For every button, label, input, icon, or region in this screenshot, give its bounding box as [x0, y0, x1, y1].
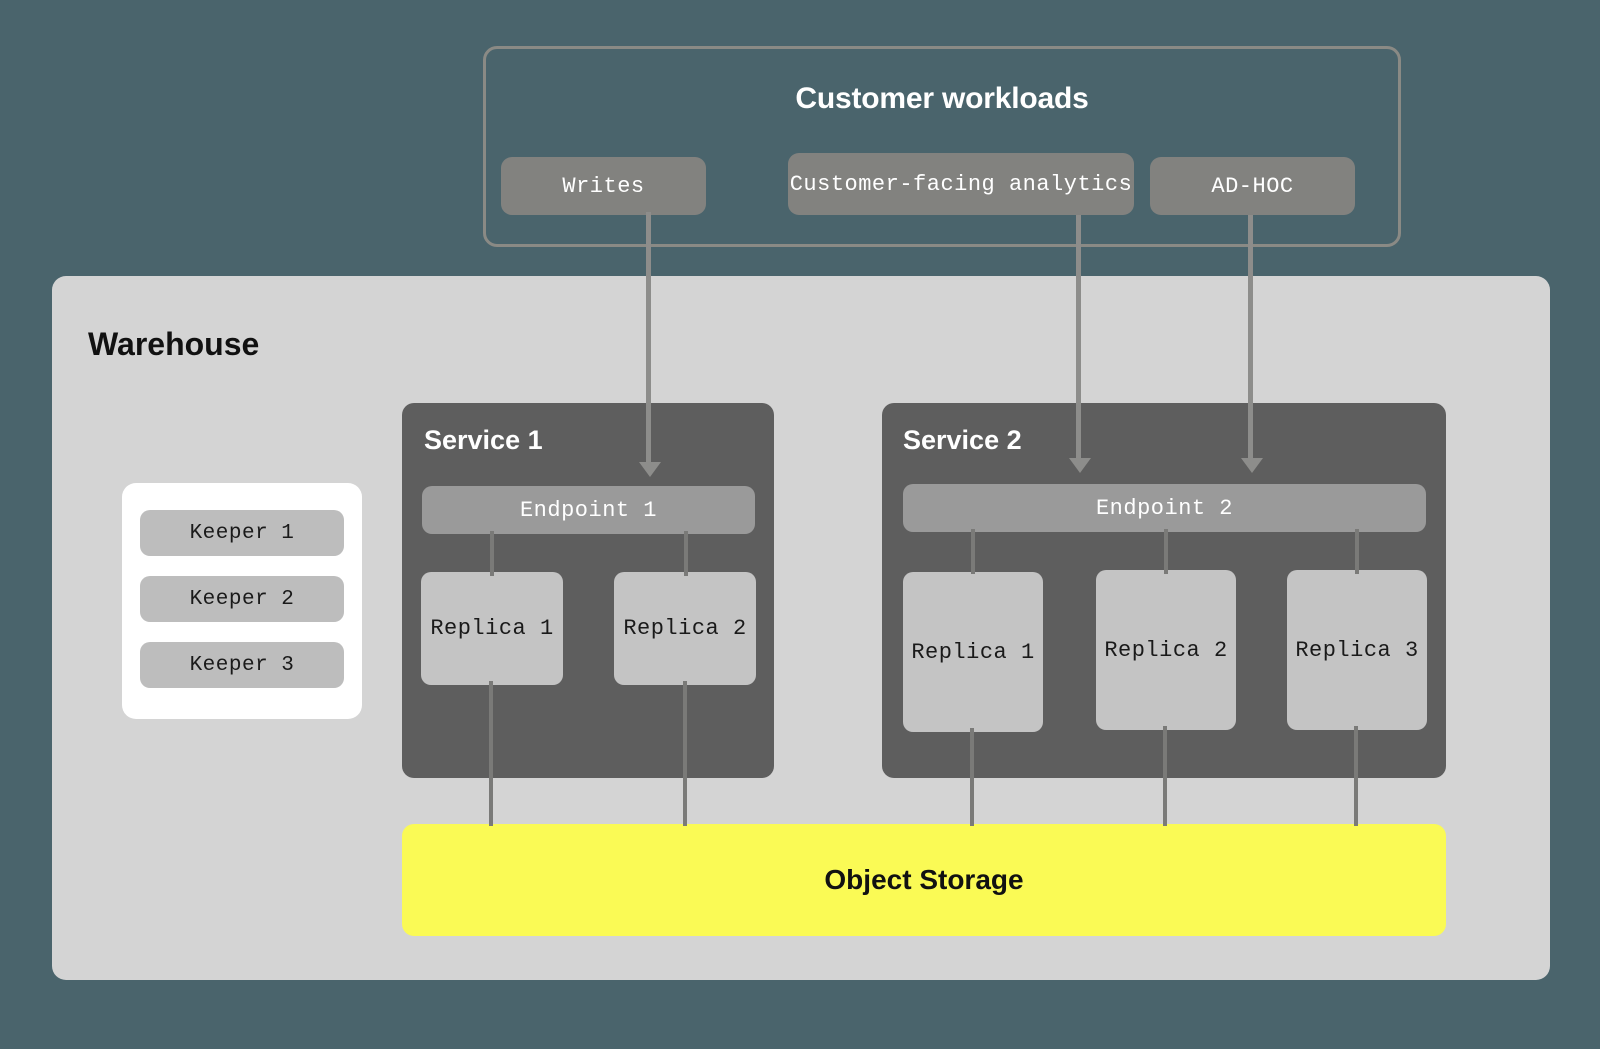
arrow-head-icon-analytics	[1069, 458, 1091, 473]
endpoint-1[interactable]: Endpoint 1	[422, 486, 755, 534]
service-2-replica-1[interactable]: Replica 1	[903, 572, 1043, 732]
service-1-replica-2[interactable]: Replica 2	[614, 572, 756, 685]
service-2-replica-3[interactable]: Replica 3	[1287, 570, 1427, 730]
keeper-1[interactable]: Keeper 1	[140, 510, 344, 556]
connector-analytics-to-endpoint-2	[1076, 215, 1081, 460]
keeper-2[interactable]: Keeper 2	[140, 576, 344, 622]
connector-endpoint-1-to-replica-1	[490, 531, 494, 576]
connector-s1-replica-2-to-object-storage	[683, 681, 687, 826]
connector-s2-replica-3-to-object-storage	[1354, 726, 1358, 826]
endpoint-2[interactable]: Endpoint 2	[903, 484, 1426, 532]
arrow-head-icon-adhoc	[1241, 458, 1263, 473]
service-1-replica-1[interactable]: Replica 1	[421, 572, 563, 685]
connector-writes-to-endpoint-1	[646, 212, 651, 464]
workload-chip-ad-hoc[interactable]: AD-HOC	[1150, 157, 1355, 215]
arrow-head-icon-writes	[639, 462, 661, 477]
service-2-title: Service 2	[903, 424, 1022, 455]
object-storage[interactable]: Object Storage	[402, 824, 1446, 936]
service-1-title: Service 1	[424, 424, 543, 455]
connector-endpoint-2-to-replica-1	[971, 529, 975, 574]
connector-adhoc-to-endpoint-2	[1248, 215, 1253, 460]
connector-endpoint-1-to-replica-2	[684, 531, 688, 576]
connector-s2-replica-2-to-object-storage	[1163, 726, 1167, 826]
connector-s2-replica-1-to-object-storage	[970, 728, 974, 826]
service-2-replica-2[interactable]: Replica 2	[1096, 570, 1236, 730]
customer-workloads-title: Customer workloads	[795, 82, 1089, 115]
keeper-3[interactable]: Keeper 3	[140, 642, 344, 688]
connector-endpoint-2-to-replica-3	[1355, 529, 1359, 574]
connector-s1-replica-1-to-object-storage	[489, 681, 493, 826]
customer-workloads-panel	[483, 46, 1401, 247]
workload-chip-writes[interactable]: Writes	[501, 157, 706, 215]
workload-chip-customer-facing-analytics[interactable]: Customer-facing analytics	[788, 153, 1134, 215]
warehouse-title: Warehouse	[88, 325, 260, 362]
connector-endpoint-2-to-replica-2	[1164, 529, 1168, 574]
